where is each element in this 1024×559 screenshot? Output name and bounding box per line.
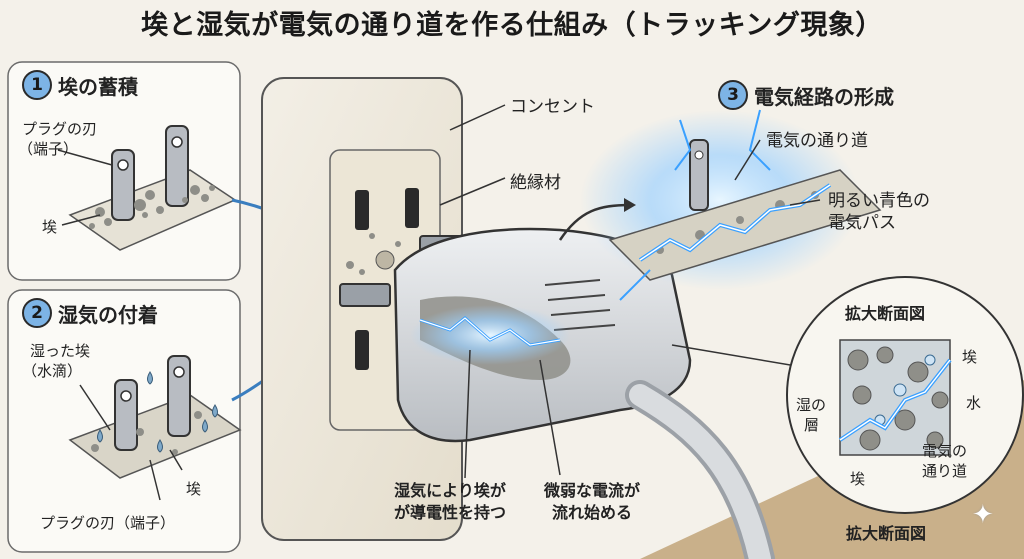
panel1-heading-text: 埃の蓄積 (58, 74, 138, 99)
zoom-dust-bottom: 埃 (850, 470, 866, 488)
panel3-bright-line1: 明るい青色の (828, 191, 930, 211)
panel1-heading: 1 埃の蓄積 (22, 70, 138, 100)
sparkle-icon: ✦ (972, 500, 994, 530)
panel2-heading-text: 湿気の付着 (58, 302, 158, 327)
panel1-blade-left (111, 149, 135, 221)
zoom-dust-top: 埃 (962, 348, 978, 366)
panel1-number-badge: 1 (22, 70, 52, 100)
panel2-dust-label: 埃 (186, 480, 202, 498)
zoom-wet-layer-line1: 湿の (796, 396, 827, 414)
page-title: 埃と湿気が電気の通り道を作る仕組み（トラッキング現象） (141, 10, 883, 41)
outlet-label: コンセント (510, 97, 595, 117)
panel1-blade-label-line1: プラグの刃 (22, 120, 98, 138)
panel3-heading-text: 電気経路の形成 (754, 84, 894, 109)
zoom-path-line1: 電気の (922, 442, 968, 460)
socket-slot (355, 190, 369, 230)
caption-left-line1: 湿気により埃が (394, 481, 506, 500)
panel2-dust (91, 411, 202, 455)
panel3-blade (689, 139, 709, 211)
caption-left-line2: が導電性を持つ (393, 503, 506, 522)
panel2-blade-label: プラグの刃（端子） (40, 514, 176, 532)
insulator-label: 絶縁材 (510, 173, 561, 193)
zoom-title: 拡大断面図 (845, 304, 926, 323)
zoom-bottom-title: 拡大断面図 (846, 524, 927, 543)
panel3-heading: 3 電気経路の形成 (718, 80, 894, 110)
zoom-wet-layer-line2: 層 (804, 416, 820, 434)
zoom-water: 水 (966, 394, 982, 412)
panel1-blade-right (165, 125, 189, 207)
panel2-wet-dust-line2: （水滴） (22, 362, 83, 380)
panel3-bright-line2: 電気パス (828, 213, 896, 233)
panel3-path-label: 電気の通り道 (766, 131, 868, 151)
caption-right-line2: 流れ始める (551, 503, 632, 522)
caption-left: 湿気により埃が が導電性を持つ (380, 480, 520, 524)
panel1-blade-label-line2: （端子） (18, 140, 79, 158)
panel2-blade-right (167, 355, 191, 437)
panel2-wet-dust-line1: 湿った埃 (30, 342, 91, 360)
panel2-heading: 2 湿気の付着 (22, 298, 158, 328)
panel2-number-badge: 2 (22, 298, 52, 328)
caption-right: 微弱な電流が 流れ始める (522, 480, 662, 524)
panel1-dust-label: 埃 (42, 218, 58, 236)
caption-right-line1: 微弱な電流が (543, 481, 640, 500)
zoom-path-line2: 通り道 (922, 462, 968, 480)
panel2-droplets (97, 371, 218, 453)
panel1-dust (89, 185, 215, 229)
panel3-number-badge: 3 (718, 80, 748, 110)
